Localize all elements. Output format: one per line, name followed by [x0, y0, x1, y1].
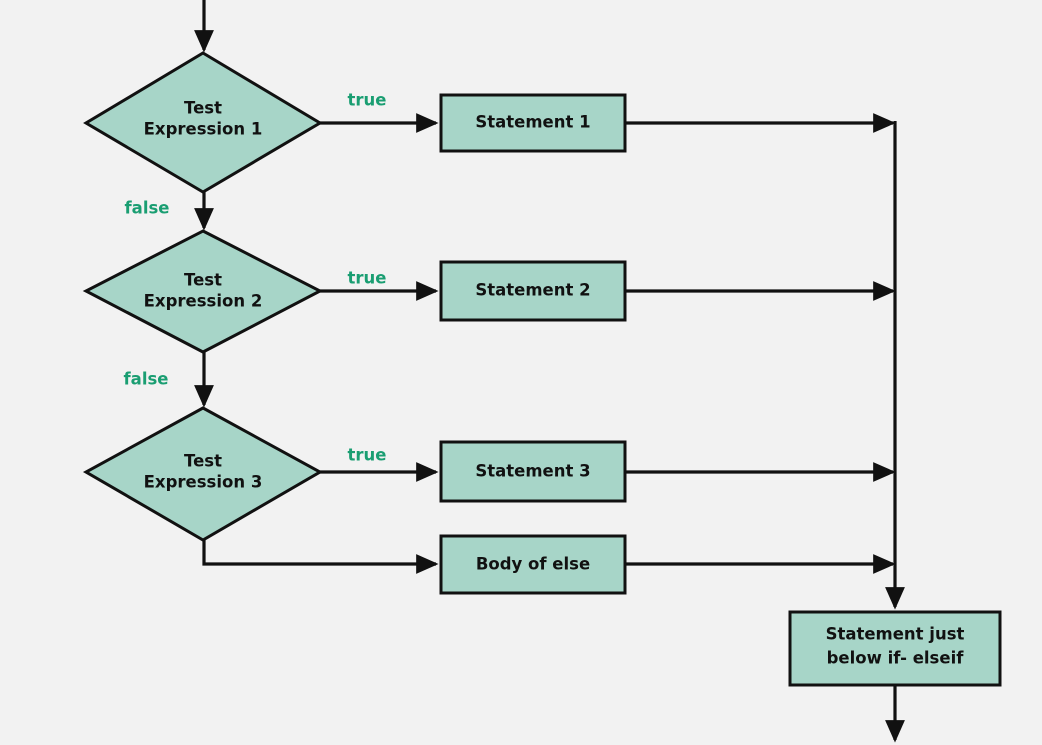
- decision-2-label-line2: Expression 2: [144, 292, 263, 311]
- decision-2-label-line1: Test: [184, 271, 222, 290]
- edge-label-false-2: false: [124, 370, 169, 389]
- statement-2-label: Statement 2: [475, 281, 590, 300]
- exit-statement-label-line2: below if- elseif: [827, 649, 965, 668]
- statement-3-label: Statement 3: [475, 462, 590, 481]
- edge-label-true-1: true: [348, 91, 387, 110]
- edge-label-true-3: true: [348, 446, 387, 465]
- decision-1-label-line1: Test: [184, 99, 222, 118]
- process-statement-2[interactable]: [439, 260, 627, 322]
- decision-3-label-line1: Test: [184, 452, 222, 471]
- statement-1-label: Statement 1: [475, 113, 590, 132]
- exit-statement-label-line1: Statement just: [826, 625, 965, 644]
- process-statement-1[interactable]: [439, 93, 627, 153]
- edge-else-elbow: [202, 540, 439, 574]
- decision-3-label-line2: Expression 3: [144, 473, 263, 492]
- process-exit-statement[interactable]: [788, 610, 1002, 687]
- decision-1-label-line2: Expression 1: [144, 120, 263, 139]
- edge-label-false-1: false: [125, 199, 170, 218]
- edge-label-true-2: true: [348, 269, 387, 288]
- body-of-else-label: Body of else: [476, 555, 590, 574]
- process-body-of-else[interactable]: [439, 534, 627, 595]
